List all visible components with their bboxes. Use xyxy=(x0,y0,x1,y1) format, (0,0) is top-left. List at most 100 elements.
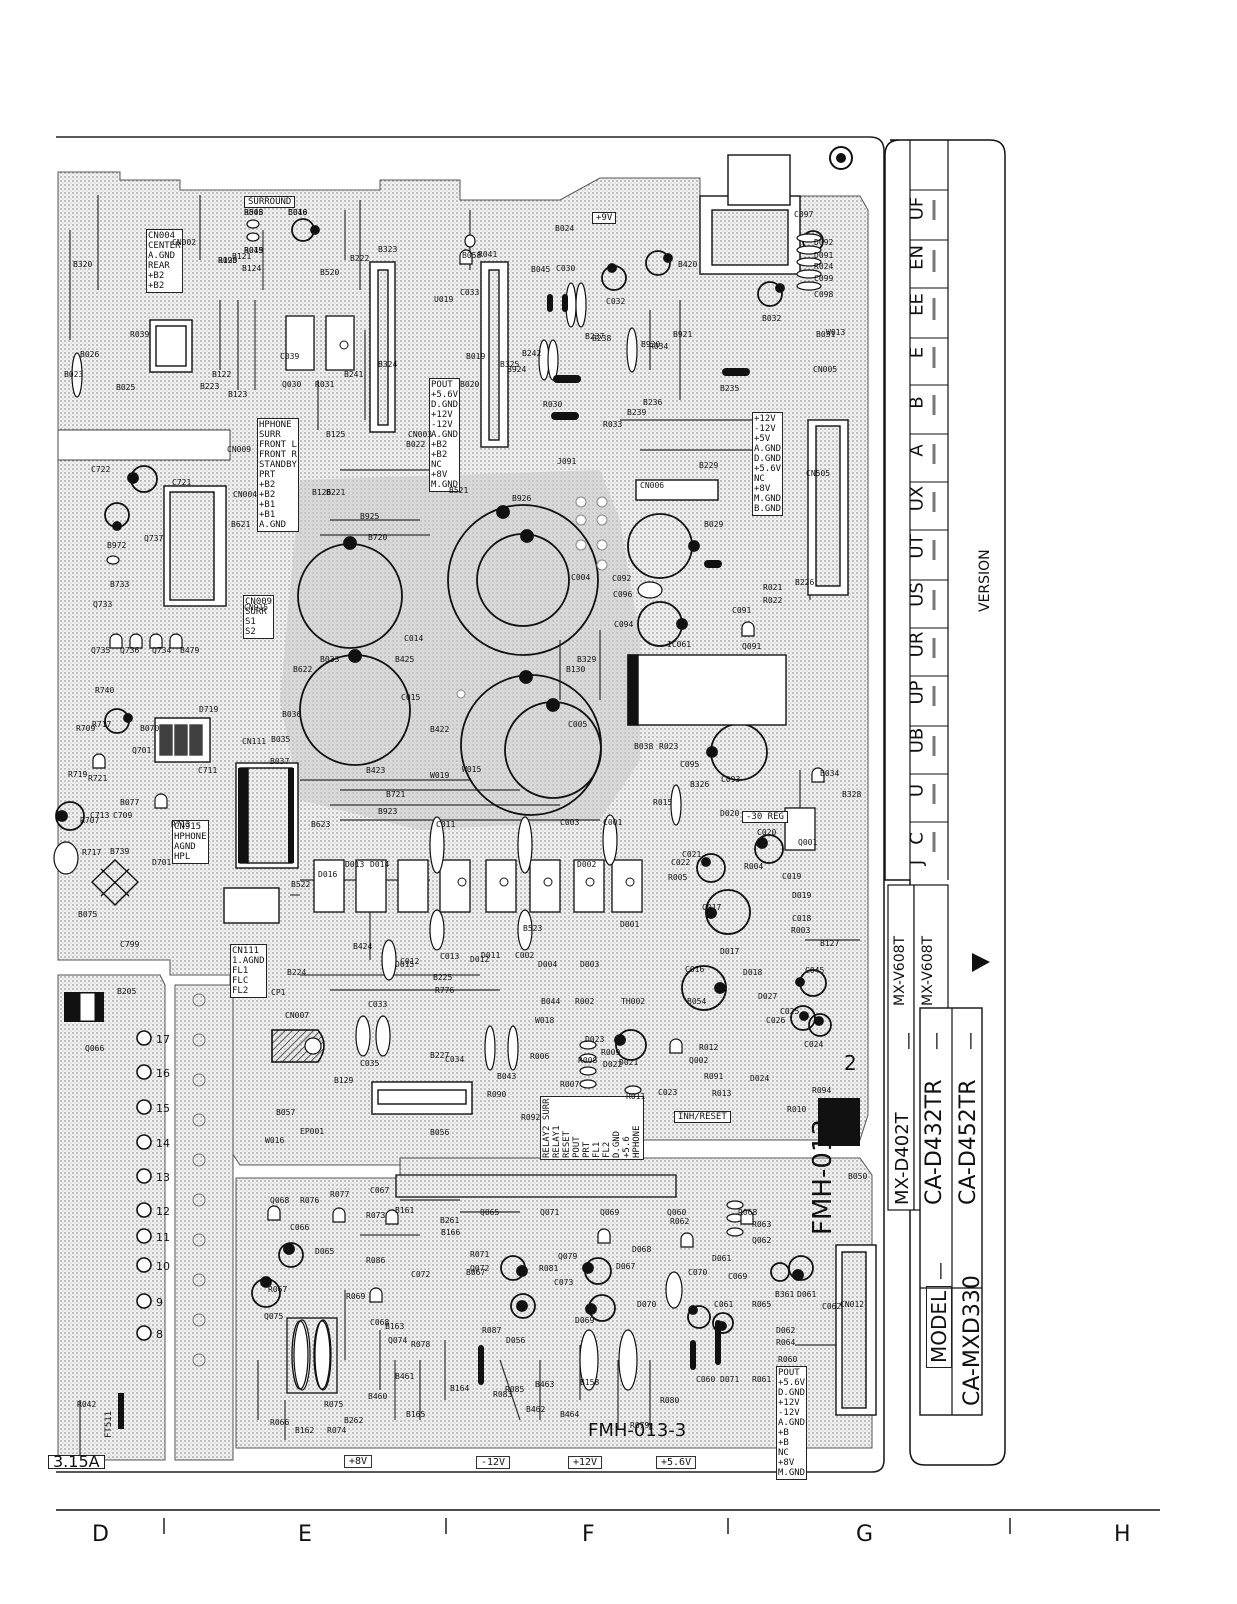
component-label-r064: R064 xyxy=(776,1338,796,1347)
component-label-d014: D014 xyxy=(370,860,390,869)
component-label-r049: R049 xyxy=(244,246,264,255)
component-label-b075: B075 xyxy=(78,910,98,919)
component-label-th002: TH002 xyxy=(621,997,646,1006)
component-label-r006: R006 xyxy=(530,1052,550,1061)
component-label-r083: R083 xyxy=(493,1390,513,1399)
pad-number-16: 16 xyxy=(156,1067,170,1080)
component-label-d701: D701 xyxy=(152,858,172,867)
component-label-d092: D092 xyxy=(814,238,834,247)
connector-cn505 xyxy=(635,479,719,501)
model-dash-3: — xyxy=(926,1032,947,1050)
component-label-c021: C021 xyxy=(682,850,702,859)
component-label-c709: C709 xyxy=(113,811,133,820)
component-label-b463: B463 xyxy=(535,1380,555,1389)
component-label-r086: R086 xyxy=(366,1256,386,1265)
component-label-q736: Q736 xyxy=(120,646,140,655)
component-label-r092: R092 xyxy=(521,1113,541,1122)
model-row-1-col-b: MX-V608T xyxy=(892,935,908,1006)
pad-number-8: 8 xyxy=(156,1328,163,1341)
board-part-number: FMH-013 xyxy=(808,1119,838,1235)
large-capacitors xyxy=(55,218,832,1334)
component-label-c068: C068 xyxy=(370,1318,390,1327)
component-label-c097: C097 xyxy=(794,210,814,219)
component-label-q062: Q062 xyxy=(752,1236,772,1245)
cn915-block: CN915 HPHONE AGND HPL xyxy=(172,820,209,864)
component-label-c030: C030 xyxy=(556,264,576,273)
component-label-cp1: CP1 xyxy=(271,988,286,997)
component-label-q734: Q734 xyxy=(152,646,172,655)
supply-label-minus12v: -12V xyxy=(476,1456,511,1469)
connector-cn007 xyxy=(371,1081,473,1115)
small-transistors xyxy=(92,249,825,1303)
component-label-r042: R042 xyxy=(77,1400,97,1409)
component-label-r005: R005 xyxy=(668,873,688,882)
version-column-ur: UR xyxy=(906,631,928,658)
component-label-d067: D067 xyxy=(616,1262,636,1271)
component-label-d015: D015 xyxy=(395,960,415,969)
component-label-b015: B015 xyxy=(244,246,264,255)
component-label-cn002: CN002 xyxy=(172,238,197,247)
component-label-b739: B739 xyxy=(110,847,130,856)
version-column-uf: UF xyxy=(906,196,928,221)
mount-hole-top-1 xyxy=(829,146,853,170)
component-label-b158: B158 xyxy=(580,1378,600,1387)
component-label-q072: Q072 xyxy=(470,1264,490,1273)
component-label-b221: B221 xyxy=(326,488,346,497)
component-label-q701: Q701 xyxy=(132,746,152,755)
version-title: VERSION xyxy=(977,549,993,612)
component-label-c033: C033 xyxy=(460,288,480,297)
component-label-b054: B054 xyxy=(687,997,707,1006)
component-label-c711: C711 xyxy=(198,766,218,775)
component-label-q091: Q091 xyxy=(742,642,762,651)
component-label-b323: B323 xyxy=(378,245,398,254)
component-label-c066: C066 xyxy=(290,1223,310,1232)
component-label-r085: R085 xyxy=(505,1385,525,1394)
component-label-r079: R079 xyxy=(630,1421,650,1430)
component-label-c045: C045 xyxy=(805,966,825,975)
component-label-cn005: CN005 xyxy=(813,365,838,374)
component-label-c022: C022 xyxy=(671,858,691,867)
traces xyxy=(69,195,860,1455)
capacitor-c004 xyxy=(447,504,599,656)
component-label-c023: C023 xyxy=(658,1088,678,1097)
component-label-b623: B623 xyxy=(311,820,331,829)
component-label-b479: B479 xyxy=(180,646,200,655)
component-label-c067: C067 xyxy=(370,1186,390,1195)
component-label-b241: B241 xyxy=(344,370,364,379)
power-device-marks xyxy=(339,340,635,887)
component-label-b036: B036 xyxy=(282,710,302,719)
component-label-r717: R717 xyxy=(92,720,112,729)
component-label-c799: C799 xyxy=(120,940,140,949)
component-label-c061: C061 xyxy=(714,1300,734,1309)
component-label-b227: B227 xyxy=(430,1051,450,1060)
component-label-b229: B229 xyxy=(699,461,719,470)
component-label-b622: B622 xyxy=(293,665,313,674)
component-label-b733: B733 xyxy=(110,580,130,589)
component-label-b044: B044 xyxy=(541,997,561,1006)
component-label-ep001: EP001 xyxy=(300,1127,325,1136)
component-label-r024: R024 xyxy=(814,262,834,271)
grid-column-d: D xyxy=(92,1522,109,1547)
component-label-b205: B205 xyxy=(117,987,137,996)
component-label-c032: C032 xyxy=(606,297,626,306)
component-label-d013: D013 xyxy=(345,860,365,869)
version-column-b: B xyxy=(906,396,928,409)
component-label-b162: B162 xyxy=(295,1426,315,1435)
component-label-c039: C039 xyxy=(280,352,300,361)
component-label-b222: B222 xyxy=(350,254,370,263)
fuse-id: FT511 xyxy=(104,1410,114,1438)
component-label-c033: C033 xyxy=(368,1000,388,1009)
component-label-d024: D024 xyxy=(750,1074,770,1083)
model-dash-2: — xyxy=(898,1032,919,1050)
component-label-b122: B122 xyxy=(212,370,232,379)
component-label-c026: C026 xyxy=(766,1016,786,1025)
component-label-d061: D061 xyxy=(712,1254,732,1263)
surround-label: SURROUND xyxy=(244,196,296,208)
ref-numeral: 2 xyxy=(844,1051,857,1075)
component-label-q002: Q002 xyxy=(689,1056,709,1065)
component-label-r081: R081 xyxy=(539,1264,559,1273)
version-column-up: UP xyxy=(906,680,928,705)
component-label-b926: B926 xyxy=(512,494,532,503)
component-label-r709: R709 xyxy=(76,724,96,733)
component-label-b129: B129 xyxy=(334,1076,354,1085)
